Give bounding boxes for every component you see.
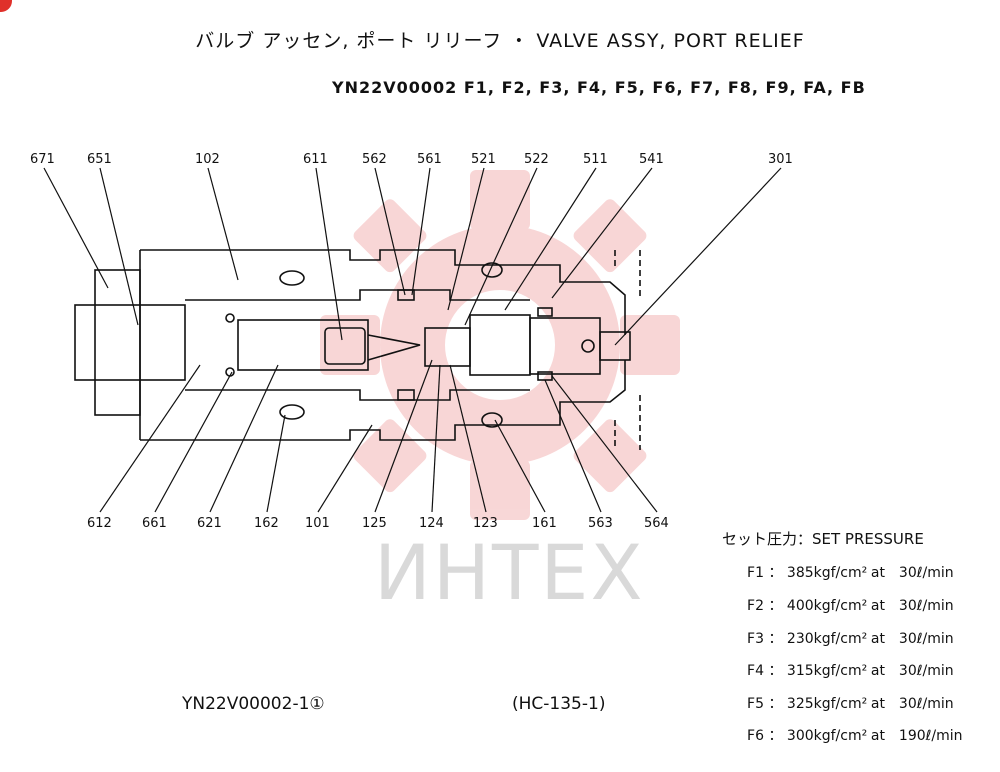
row-value: 230kgf/cm²: [786, 631, 868, 647]
part-label-563: 563: [588, 516, 613, 531]
part-label-661: 661: [142, 516, 167, 531]
part-label-541: 541: [639, 152, 664, 167]
row-flow: 190ℓ/min: [898, 728, 963, 744]
part-label-561: 561: [417, 152, 442, 167]
part-label-521: 521: [471, 152, 496, 167]
row-label: F1: [747, 565, 764, 581]
row-value: 325kgf/cm²: [786, 696, 868, 712]
set-pressure-title: セット圧力：SET PRESSURE: [722, 530, 924, 548]
part-label-125: 125: [362, 516, 387, 531]
part-label-301: 301: [768, 152, 793, 167]
row-at: at: [870, 728, 885, 744]
row-at: at: [870, 631, 885, 647]
part-label-124: 124: [419, 516, 444, 531]
leader-lines: [43, 167, 782, 513]
row-flow: 30ℓ/min: [898, 565, 954, 581]
gear-watermark: [320, 170, 680, 520]
hc-number: (HC-135-1): [512, 694, 606, 714]
row-label: F3: [747, 631, 764, 647]
page-title: バルブ アッセン, ポート リリーフ ・ VALVE ASSY, PORT RE…: [195, 30, 805, 52]
part-label-102: 102: [195, 152, 220, 167]
part-label-101: 101: [305, 516, 330, 531]
part-label-611: 611: [303, 152, 328, 167]
part-label-522: 522: [524, 152, 549, 167]
row-flow: 30ℓ/min: [898, 663, 954, 679]
row-label: F4: [747, 663, 764, 679]
row-value: 385kgf/cm²: [786, 565, 868, 581]
row-value: 400kgf/cm²: [786, 598, 868, 614]
part-label-123: 123: [473, 516, 498, 531]
part-label-161: 161: [532, 516, 557, 531]
part-label-511: 511: [583, 152, 608, 167]
row-value: 300kgf/cm²: [786, 728, 868, 744]
intex-watermark: ИНТЕХ: [374, 528, 645, 617]
row-at: at: [870, 565, 885, 581]
row-label: F2: [747, 598, 764, 614]
row-flow: 30ℓ/min: [898, 598, 954, 614]
part-label-621: 621: [197, 516, 222, 531]
row-label: F6: [747, 728, 764, 744]
row-value: 315kgf/cm²: [786, 663, 868, 679]
part-label-612: 612: [87, 516, 112, 531]
part-label-564: 564: [644, 516, 669, 531]
document-number: YN22V00002-1①: [182, 694, 325, 714]
model-numbers: YN22V00002 F1, F2, F3, F4, F5, F6, F7, F…: [332, 78, 866, 97]
row-flow: 30ℓ/min: [898, 631, 954, 647]
row-at: at: [870, 696, 885, 712]
row-label: F5: [747, 696, 764, 712]
part-label-162: 162: [254, 516, 279, 531]
row-at: at: [870, 663, 885, 679]
part-label-562: 562: [362, 152, 387, 167]
row-at: at: [870, 598, 885, 614]
part-label-651: 651: [87, 152, 112, 167]
part-label-671: 671: [30, 152, 55, 167]
row-flow: 30ℓ/min: [898, 696, 954, 712]
valve-body-outline: [74, 249, 641, 450]
